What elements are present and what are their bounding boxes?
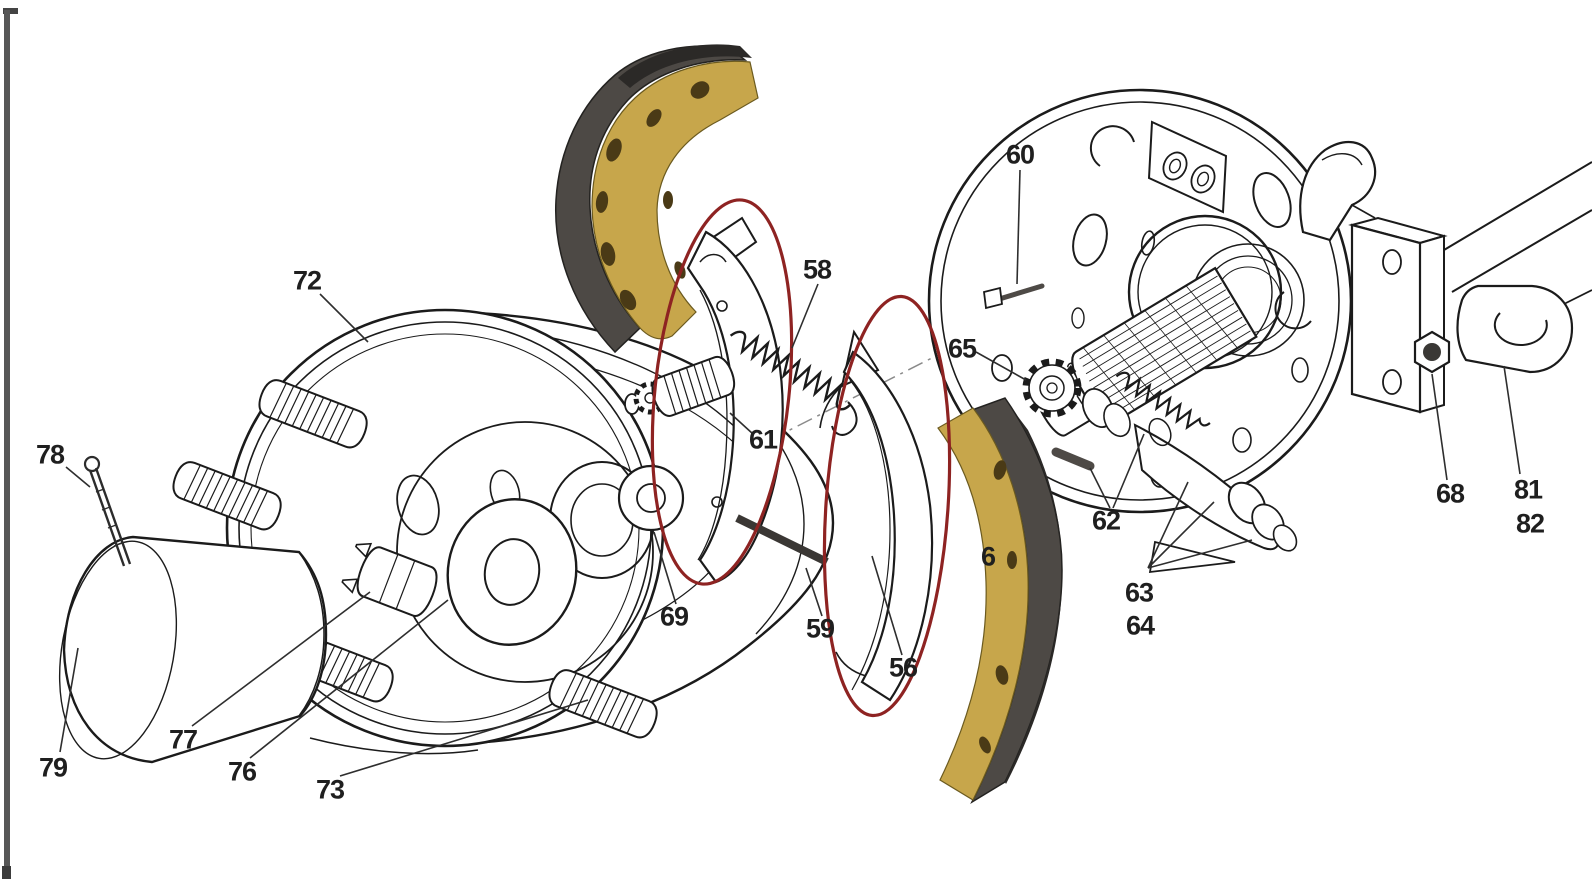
part-label-60: 60 xyxy=(1005,139,1035,170)
part-label-64: 64 xyxy=(1125,610,1155,641)
wheel-studs xyxy=(172,379,658,739)
part-label-72: 72 xyxy=(292,265,322,296)
part-label-62: 62 xyxy=(1091,505,1121,536)
shoe-web-holes xyxy=(595,81,710,311)
part-label-63: 63 xyxy=(1124,577,1154,608)
brake-shoe-web-2 xyxy=(819,329,934,702)
part-label-73: 73 xyxy=(315,774,345,805)
highlight-ellipse-1 xyxy=(650,198,794,586)
shoe-web-holes xyxy=(979,460,1017,754)
part-label-56: 56 xyxy=(888,652,918,683)
part-label-81: 81 xyxy=(1513,474,1543,505)
highlight-ellipse-2 xyxy=(822,294,952,718)
page-edge xyxy=(2,8,18,879)
part-label-6: 6 xyxy=(980,541,996,572)
anchor-pin xyxy=(983,283,1045,310)
leader-lines xyxy=(59,169,1521,777)
brake-shoe-lined xyxy=(937,397,1063,804)
dust-cap xyxy=(58,535,328,764)
pivot-pin xyxy=(1051,447,1095,471)
brake-shoe-web-1 xyxy=(686,216,784,584)
spindle-nut xyxy=(341,542,438,617)
part-label-79: 79 xyxy=(38,752,68,783)
part-label-77: 77 xyxy=(168,724,198,755)
hold-down-pin xyxy=(735,514,829,566)
brake-shoe-top xyxy=(554,44,759,354)
part-label-65: 65 xyxy=(947,333,977,364)
highlight-ellipses xyxy=(650,198,952,718)
part-label-68: 68 xyxy=(1435,478,1465,509)
part-label-61: 61 xyxy=(748,424,778,455)
part-label-76: 76 xyxy=(227,756,257,787)
axle-flange xyxy=(1348,161,1592,414)
part-label-78: 78 xyxy=(35,439,65,470)
part-label-58: 58 xyxy=(802,254,832,285)
part-label-69: 69 xyxy=(659,601,689,632)
cotter-pin xyxy=(83,455,132,567)
adjuster-screw xyxy=(624,355,736,417)
part-label-59: 59 xyxy=(805,613,835,644)
seal-ring xyxy=(617,464,685,532)
part-label-82: 82 xyxy=(1515,508,1545,539)
plate-bracket xyxy=(1299,140,1377,242)
flat-washer xyxy=(446,498,578,646)
